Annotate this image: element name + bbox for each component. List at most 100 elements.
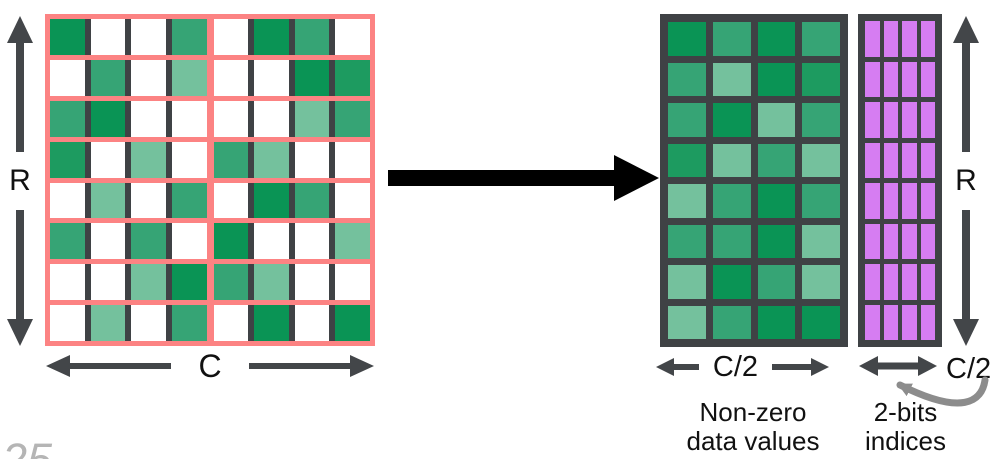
index-bar bbox=[902, 304, 917, 340]
matrix-cell bbox=[294, 305, 330, 341]
values-row bbox=[668, 62, 840, 96]
cell-group bbox=[50, 182, 207, 219]
values-cell bbox=[802, 22, 840, 56]
values-cell bbox=[757, 103, 796, 137]
values-cell bbox=[757, 224, 796, 258]
values-cell bbox=[757, 184, 796, 218]
matrix-row bbox=[50, 59, 370, 96]
cell-group bbox=[213, 305, 370, 341]
matrix-cell bbox=[213, 59, 249, 96]
index-bar bbox=[920, 304, 935, 340]
index-bar bbox=[865, 304, 880, 340]
matrix-cell bbox=[254, 100, 289, 137]
matrix-cell bbox=[90, 264, 126, 301]
left-arrow-icon bbox=[656, 358, 699, 376]
index-bar bbox=[883, 264, 898, 300]
cell-group bbox=[50, 264, 207, 301]
index-bar bbox=[883, 61, 898, 97]
curved-pointer-arrow-icon bbox=[896, 376, 989, 407]
left-arrow-icon bbox=[46, 355, 171, 377]
indices-row bbox=[865, 21, 935, 57]
values-cell bbox=[802, 224, 840, 258]
matrix-cell bbox=[131, 223, 166, 260]
matrix-cell bbox=[131, 59, 166, 96]
matrix-cell bbox=[213, 19, 249, 55]
values-row bbox=[668, 265, 840, 299]
compress-arrow-icon bbox=[388, 155, 659, 201]
values-cell bbox=[668, 143, 706, 177]
values-cell bbox=[712, 265, 751, 299]
index-bar bbox=[902, 102, 917, 138]
matrix-cell bbox=[171, 59, 207, 96]
cell-group bbox=[213, 19, 370, 55]
indices-row bbox=[865, 183, 935, 219]
right-arrow-icon bbox=[248, 355, 374, 377]
matrix-cell bbox=[171, 182, 207, 219]
matrix-cell bbox=[294, 100, 330, 137]
slide-number-watermark: 25 bbox=[2, 437, 52, 459]
values-cell bbox=[802, 305, 840, 339]
matrix-cell bbox=[213, 305, 249, 341]
matrix-cell bbox=[254, 19, 289, 55]
index-bar bbox=[865, 142, 880, 178]
index-bar bbox=[865, 183, 880, 219]
index-bar bbox=[883, 142, 898, 178]
matrix-cell bbox=[90, 223, 126, 260]
values-cell bbox=[757, 265, 796, 299]
matrix-cell bbox=[213, 223, 249, 260]
matrix-cell bbox=[90, 182, 126, 219]
matrix-cell bbox=[213, 264, 249, 301]
c-label: C bbox=[198, 348, 222, 384]
values-cell bbox=[757, 143, 796, 177]
matrix-cell bbox=[90, 141, 126, 178]
matrix-cell bbox=[50, 182, 85, 219]
index-bar bbox=[902, 61, 917, 97]
matrix-cell bbox=[254, 59, 289, 96]
indices-matrix bbox=[858, 14, 942, 347]
values-cell bbox=[757, 22, 796, 56]
cell-group bbox=[213, 223, 370, 260]
index-bar bbox=[902, 142, 917, 178]
down-arrow-icon bbox=[953, 210, 979, 346]
matrix-cell bbox=[254, 182, 289, 219]
matrix-cell bbox=[294, 223, 330, 260]
cell-group bbox=[50, 305, 207, 341]
matrix-cell bbox=[171, 264, 207, 301]
cell-group bbox=[50, 223, 207, 260]
r-label-left: R bbox=[9, 164, 31, 197]
values-cell bbox=[712, 62, 751, 96]
matrix-cell bbox=[131, 19, 166, 55]
indices-row bbox=[865, 102, 935, 138]
indices-row bbox=[865, 223, 935, 259]
down-arrow-icon bbox=[7, 210, 33, 346]
nonzero-values-matrix bbox=[660, 14, 848, 347]
values-cell bbox=[668, 62, 706, 96]
index-bar bbox=[883, 223, 898, 259]
values-cell bbox=[802, 103, 840, 137]
matrix-cell bbox=[131, 141, 166, 178]
matrix-cell bbox=[50, 100, 85, 137]
matrix-cell bbox=[50, 141, 85, 178]
right-arrow-icon bbox=[771, 358, 829, 376]
matrix-row bbox=[50, 19, 370, 55]
matrix-cell bbox=[335, 100, 370, 137]
matrix-cell bbox=[50, 59, 85, 96]
matrix-cell bbox=[335, 305, 370, 341]
cell-group bbox=[50, 141, 207, 178]
index-bar bbox=[883, 102, 898, 138]
matrix-row bbox=[50, 141, 370, 178]
values-cell bbox=[668, 22, 706, 56]
matrix-cell bbox=[294, 182, 330, 219]
index-bar bbox=[883, 304, 898, 340]
cell-group bbox=[213, 182, 370, 219]
index-bar bbox=[920, 21, 935, 57]
matrix-cell bbox=[131, 305, 166, 341]
matrix-cell bbox=[131, 264, 166, 301]
matrix-cell bbox=[335, 223, 370, 260]
matrix-cell bbox=[50, 19, 85, 55]
nonzero-caption-line1: Non-zero bbox=[699, 397, 807, 427]
cell-group bbox=[50, 59, 207, 96]
index-bar bbox=[920, 264, 935, 300]
c-half-arrow-indices bbox=[859, 356, 937, 376]
